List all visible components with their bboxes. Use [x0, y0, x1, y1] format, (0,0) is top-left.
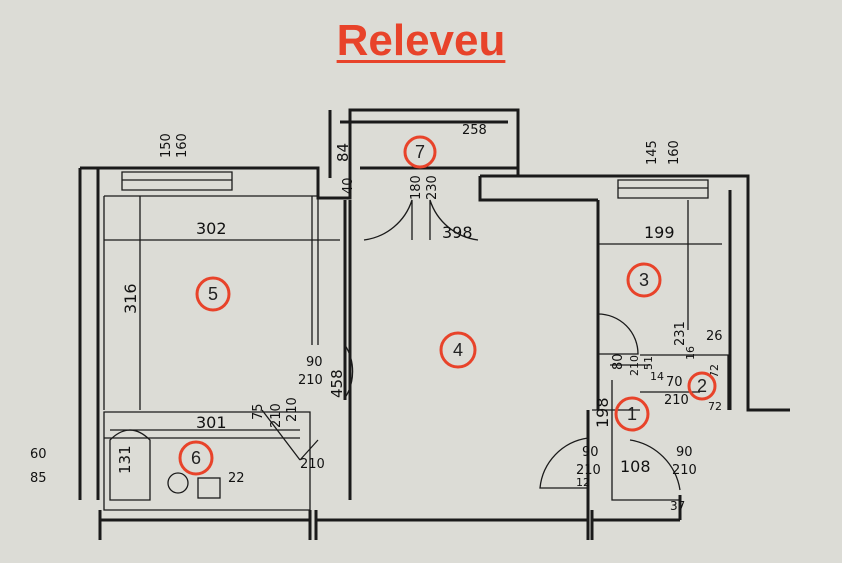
window-right — [617, 179, 709, 199]
room6-outline — [103, 411, 311, 511]
room-marker-7: 7 — [403, 135, 437, 169]
dim-text: 12 — [576, 476, 590, 489]
room-number: 6 — [191, 448, 201, 468]
dim-text: 210 — [300, 457, 325, 472]
dim-text: 72 — [708, 364, 721, 378]
dim-text: 145 — [645, 140, 660, 165]
dim-text: 210 — [664, 393, 689, 408]
dim-text: 210 — [628, 355, 641, 376]
page-title: Releveu — [336, 16, 506, 65]
dim-text: 302 — [196, 219, 227, 238]
door-room3 — [597, 313, 639, 355]
room-marker-3: 3 — [626, 262, 662, 298]
room-number: 1 — [627, 404, 637, 424]
dim-text: 90 — [676, 445, 693, 460]
dim-text: 316 — [121, 283, 140, 314]
dim-text: 198 — [593, 397, 612, 428]
room-number: 5 — [208, 284, 218, 304]
dim-text: 14 — [650, 370, 664, 383]
room5-outline — [103, 195, 340, 410]
dim-text: 90 — [582, 445, 599, 460]
room-number: 2 — [697, 376, 707, 396]
dim-text: 60 — [30, 447, 47, 462]
room-marker-6: 6 — [178, 440, 214, 476]
room-number: 7 — [415, 142, 425, 162]
dim-text: 231 — [673, 321, 688, 346]
door-balcony-right — [429, 199, 479, 241]
dim-text: 84 — [334, 143, 352, 162]
room-marker-1: 1 — [614, 396, 650, 432]
door-balcony-left — [363, 199, 413, 241]
dim-text: 398 — [442, 223, 473, 242]
dim-text: 37 — [670, 499, 685, 513]
door-room6 — [261, 409, 319, 461]
dim-text: 199 — [644, 223, 675, 242]
dim-text: 210 — [269, 403, 284, 428]
room3-outline — [597, 200, 722, 330]
room-number: 3 — [639, 270, 649, 290]
dim-text: 210 — [576, 463, 601, 478]
dim-text: 75 — [251, 403, 266, 420]
dim-text: 16 — [684, 346, 697, 360]
dim-text: 258 — [462, 123, 487, 138]
dim-text: 458 — [328, 369, 346, 398]
dim-text: 210 — [298, 373, 323, 388]
dim-text: 210 — [285, 397, 300, 422]
dim-text: 26 — [706, 329, 723, 344]
toilet — [167, 472, 189, 494]
dim-text: 150 — [159, 133, 174, 158]
dim-text: 180 — [409, 175, 424, 200]
dim-text: 72 — [708, 400, 722, 413]
outer-wall — [78, 108, 790, 540]
dim-text: 40 — [341, 177, 356, 194]
dim-text: 85 — [30, 471, 47, 486]
dim-text: 230 — [425, 175, 440, 200]
dim-text: 108 — [620, 457, 651, 476]
dim-text: 210 — [672, 463, 697, 478]
balcony-wall — [328, 110, 520, 178]
sink — [197, 477, 221, 499]
door-room1 — [539, 437, 589, 489]
dim-text: 70 — [666, 375, 683, 390]
wall-4-5 — [343, 200, 352, 500]
dim-text: 22 — [228, 471, 245, 486]
bathtub — [109, 429, 151, 501]
door-room5 — [344, 344, 354, 399]
dim-text: 51 — [642, 356, 655, 370]
room-marker-5: 5 — [195, 276, 231, 312]
door-entry — [629, 439, 681, 491]
room-number: 4 — [453, 340, 463, 360]
dim-text: 160 — [175, 133, 190, 158]
window-left — [121, 171, 233, 191]
dim-text: 90 — [306, 355, 323, 370]
dim-text: 80 — [611, 353, 626, 370]
room-marker-4: 4 — [439, 331, 477, 369]
dim-text: 301 — [196, 413, 227, 432]
dim-text: 131 — [116, 445, 134, 474]
dim-text: 160 — [667, 140, 682, 165]
room-marker-2: 2 — [687, 371, 717, 401]
